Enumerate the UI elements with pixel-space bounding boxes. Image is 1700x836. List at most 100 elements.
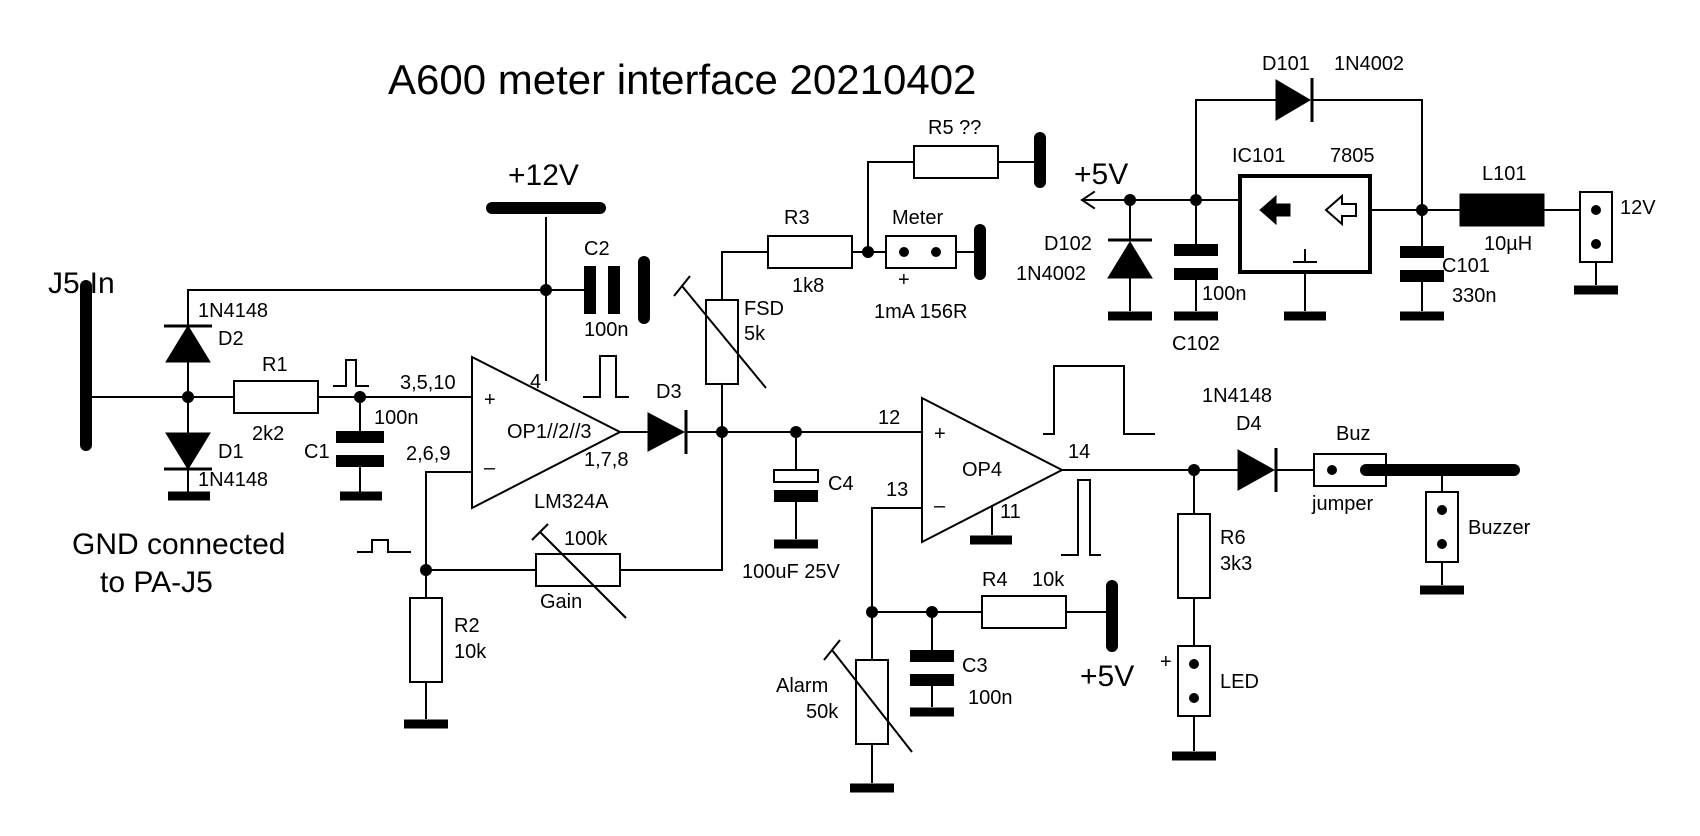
op1-plus-pins: 3,5,10 [400, 372, 456, 394]
c3-capacitor [910, 611, 954, 717]
l101-inductor [1459, 193, 1581, 227]
d2-diode [164, 289, 547, 398]
r4-value-label: 10k [1032, 569, 1065, 591]
meter-ref-label: Meter [892, 207, 943, 229]
d4-part-label: 1N4148 [1202, 385, 1272, 407]
op1-opamp [425, 217, 649, 571]
d1-diode [164, 396, 212, 501]
c3-value-label: 100n [968, 687, 1013, 709]
buzzer-connector [1420, 469, 1464, 595]
fsd-ref-label: FSD [744, 298, 784, 320]
diagram-title: A600 meter interface 20210402 [388, 56, 976, 103]
c2-ref-label: C2 [584, 238, 610, 260]
d101-part-label: 1N4002 [1334, 53, 1404, 75]
r1-resistor [233, 380, 473, 414]
led-label: LED [1220, 671, 1259, 693]
alarm-trimmer [823, 611, 913, 793]
meter-plus-sign: + [898, 269, 910, 291]
op4-pin11: 11 [1000, 501, 1021, 523]
op4-plus-sign: + [934, 423, 946, 445]
op1-minus-sign: – [484, 457, 496, 479]
op4-pin13: 13 [886, 479, 908, 501]
led-connector [1172, 645, 1216, 761]
gain-value-label: 100k [564, 528, 608, 550]
fsd-trimmer [673, 251, 769, 433]
c4-ref-label: C4 [828, 473, 854, 495]
buz-ref-label: Buz [1336, 423, 1370, 445]
r1-value-label: 2k2 [252, 423, 284, 445]
r5-resistor [867, 132, 1046, 253]
r6-value-label: 3k3 [1220, 553, 1252, 575]
c4-capacitor [773, 431, 819, 549]
d4-ref-label: D4 [1236, 413, 1262, 435]
op4-comparator [871, 396, 1239, 613]
c102-ref-label: C102 [1172, 333, 1220, 355]
meter-value-label: 1mA 156R [874, 301, 967, 323]
op4-input-waveform [1043, 365, 1155, 435]
r2-value-label: 10k [454, 641, 487, 663]
op1-plus-sign: + [484, 389, 496, 411]
d3-ref-label: D3 [656, 381, 682, 403]
r3-ref-label: R3 [784, 207, 810, 229]
input-pulse-waveform [333, 359, 369, 387]
d101-diode [1275, 78, 1423, 211]
r2-resistor [404, 569, 448, 729]
r2-ref-label: R2 [454, 615, 480, 637]
buz-jumper-label: jumper [1311, 493, 1373, 515]
d1-part-label: 1N4148 [198, 469, 268, 491]
c2-value-label: 100n [584, 319, 629, 341]
r4-ref-label: R4 [982, 569, 1008, 591]
c2-capacitor [545, 256, 650, 324]
c101-capacitor [1400, 209, 1444, 321]
op1-pin4: 4 [530, 371, 541, 393]
in12v-label: 12V [1620, 197, 1656, 219]
d4-diode [1237, 448, 1315, 492]
j5-in-label: J5-In [48, 267, 115, 300]
fsd-value-label: 5k [744, 323, 766, 345]
l101-value-label: 10µH [1484, 233, 1532, 255]
c102-capacitor [1174, 199, 1218, 321]
r6-resistor [1177, 469, 1211, 647]
r6-ref-label: R6 [1220, 527, 1246, 549]
r4-plus5v-label: +5V [1080, 660, 1134, 693]
l101-ref-label: L101 [1482, 163, 1527, 185]
c101-value-label: 330n [1452, 285, 1497, 307]
op4-minus-sign: – [934, 495, 946, 517]
d102-diode [1107, 199, 1153, 321]
r4-resistor [866, 580, 1118, 652]
c1-ref-label: C1 [304, 441, 330, 463]
r3-resistor [767, 235, 887, 269]
gnd-note-line-1: GND connected [72, 528, 285, 561]
op4-pin12: 12 [878, 407, 900, 429]
op1-chip-name: LM324A [534, 491, 609, 513]
d1-ref-label: D1 [218, 441, 244, 463]
gnd-note-line-2: to PA-J5 [100, 566, 213, 599]
c101-ref-label: C101 [1442, 255, 1490, 277]
c1-capacitor [336, 396, 384, 501]
op4-pin14: 14 [1068, 441, 1090, 463]
buz-jumper [1313, 453, 1520, 487]
in12v-connector [1574, 191, 1618, 295]
ic101-regulator [1238, 174, 1461, 321]
op1-name: OP1//2//3 [507, 421, 592, 443]
alarm-value-label: 50k [806, 701, 839, 723]
c102-value-label: 100n [1202, 283, 1247, 305]
feedback-pulse-waveform [357, 539, 411, 553]
d2-ref-label: D2 [218, 328, 244, 350]
buzzer-label: Buzzer [1468, 517, 1531, 539]
r3-value-label: 1k8 [792, 275, 824, 297]
ic101-ref-label: IC101 [1232, 145, 1285, 167]
c3-ref-label: C3 [962, 655, 988, 677]
gain-ref-label: Gain [540, 591, 582, 613]
d102-part-label: 1N4002 [1016, 263, 1086, 285]
r1-ref-label: R1 [262, 354, 288, 376]
op1-output-pulse-waveform [583, 355, 629, 398]
d2-part-label: 1N4148 [198, 300, 268, 322]
c1-value-label: 100n [374, 407, 419, 429]
op4-name: OP4 [962, 459, 1002, 481]
meter-connector [885, 224, 986, 280]
ic101-part-label: 7805 [1330, 145, 1375, 167]
d102-ref-label: D102 [1044, 233, 1092, 255]
plus5v-top-label: +5V [1074, 158, 1128, 191]
